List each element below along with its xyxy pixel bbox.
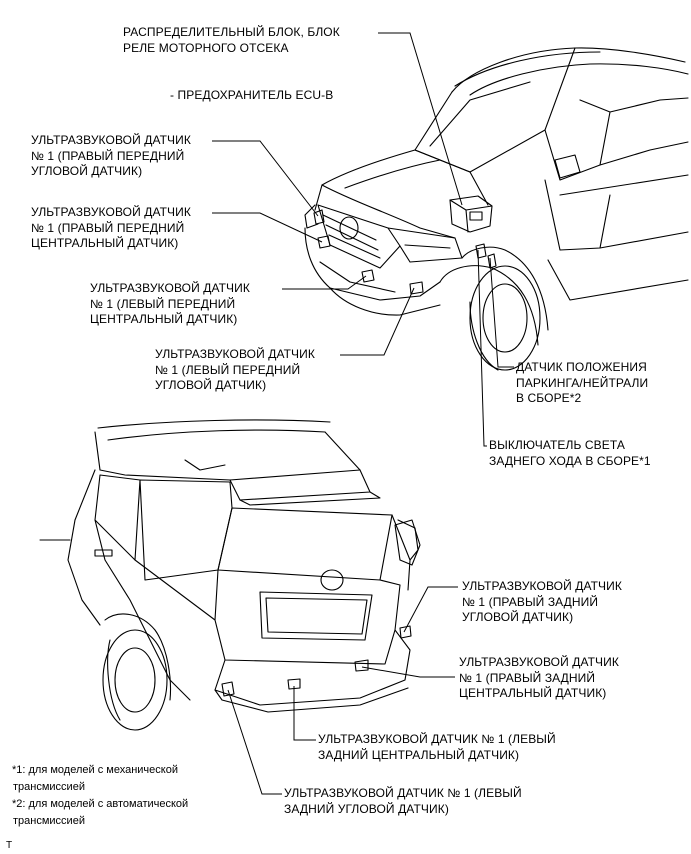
label-line: УЛЬТРАЗВУКОВОЙ ДАТЧИК xyxy=(459,655,619,669)
label-front-left-corner: УЛЬТРАЗВУКОВОЙ ДАТЧИК № 1 (ЛЕВЫЙ ПЕРЕДНИ… xyxy=(155,347,315,394)
footnote-1-cont: трансмиссией xyxy=(13,781,85,793)
front-vehicle-drawing xyxy=(304,47,689,371)
label-line: № 1 (ПРАВЫЙ ПЕРЕДНИЙ xyxy=(31,220,185,235)
leader-front-right-center xyxy=(212,212,323,243)
label-line: ЗАДНИЙ УГЛОВОЙ ДАТЧИК) xyxy=(284,801,449,816)
label-rear-right-corner: УЛЬТРАЗВУКОВОЙ ДАТЧИК № 1 (ПРАВЫЙ ЗАДНИЙ… xyxy=(462,579,622,626)
label-line: УЛЬТРАЗВУКОВОЙ ДАТЧИК № 1 (ЛЕВЫЙ xyxy=(284,786,522,800)
label-line: ЦЕНТРАЛЬНЫЙ ДАТЧИК) xyxy=(31,236,179,250)
label-line: УЛЬТРАЗВУКОВОЙ ДАТЧИК № 1 (ЛЕВЫЙ xyxy=(318,732,556,746)
label-line: ЗАДНЕГО ХОДА В СБОРЕ*1 xyxy=(489,453,651,468)
label-junction-block: РАСПРЕДЕЛИТЕЛЬНЫЙ БЛОК, БЛОК РЕЛЕ МОТОРН… xyxy=(123,25,340,56)
corner-mark: T xyxy=(6,840,12,852)
leader-park-neutral xyxy=(489,257,514,368)
label-line: РЕЛЕ МОТОРНОГО ОТСЕКА xyxy=(123,40,289,55)
label-line: № 1 (ПРАВЫЙ ЗАДНИЙ xyxy=(459,670,596,685)
footnote-2-cont: трансмиссией xyxy=(13,815,85,827)
leader-rear-right-corner xyxy=(403,586,458,633)
label-line: ВЫКЛЮЧАТЕЛЬ СВЕТА xyxy=(489,438,626,452)
leader-lines xyxy=(212,32,514,795)
label-line: УЛЬТРАЗВУКОВОЙ ДАТЧИК xyxy=(462,579,622,593)
corner-mark-text: T xyxy=(6,840,13,851)
label-front-right-corner: УЛЬТРАЗВУКОВОЙ ДАТЧИК № 1 (ПРАВЫЙ ПЕРЕДН… xyxy=(31,133,191,180)
label-backup-light-switch: ВЫКЛЮЧАТЕЛЬ СВЕТА ЗАДНЕГО ХОДА В СБОРЕ*1 xyxy=(489,438,651,469)
label-rear-left-corner: УЛЬТРАЗВУКОВОЙ ДАТЧИК № 1 (ЛЕВЫЙ ЗАДНИЙ … xyxy=(284,786,522,817)
leader-rear-left-center xyxy=(293,686,316,741)
front-sensors xyxy=(313,209,424,295)
label-line: УГЛОВОЙ ДАТЧИК) xyxy=(462,610,574,624)
label-line: № 1 (ПРАВЫЙ ПЕРЕДНИЙ xyxy=(31,148,185,163)
label-line: ДАТЧИК ПОЛОЖЕНИЯ xyxy=(516,360,647,374)
label-line: ЦЕНТРАЛЬНЫЙ ДАТЧИК) xyxy=(459,686,607,700)
label-fuse: - ПРЕДОХРАНИТЕЛЬ ECU-B xyxy=(170,88,333,104)
leader-front-left-corner xyxy=(340,287,415,356)
label-line: ЗАДНИЙ ЦЕНТРАЛЬНЫЙ ДАТЧИК) xyxy=(318,747,520,762)
label-line: УЛЬТРАЗВУКОВОЙ ДАТЧИК xyxy=(90,281,250,295)
label-line: ПАРКИНГА/НЕЙТРАЛИ xyxy=(516,375,649,390)
leader-backup-light xyxy=(477,249,487,447)
label-line: УГЛОВОЙ ДАТЧИК) xyxy=(31,164,143,178)
leader-front-right-corner xyxy=(212,140,319,217)
label-line: УЛЬТРАЗВУКОВОЙ ДАТЧИК xyxy=(31,205,191,219)
label-line: № 1 (ЛЕВЫЙ ПЕРЕДНИЙ xyxy=(155,362,301,377)
leader-front-left-center xyxy=(282,275,367,290)
footnote-2: *2: для моделей с автоматической xyxy=(12,798,189,810)
label-front-left-center: УЛЬТРАЗВУКОВОЙ ДАТЧИК № 1 (ЛЕВЫЙ ПЕРЕДНИ… xyxy=(90,281,250,328)
leader-rear-right-center xyxy=(361,666,455,678)
leader-rear-left-corner xyxy=(227,689,282,795)
leader-junction-block xyxy=(378,32,463,206)
label-line: № 1 (ПРАВЫЙ ЗАДНИЙ xyxy=(462,594,599,609)
label-line: ЦЕНТРАЛЬНЫЙ ДАТЧИК) xyxy=(90,312,238,326)
label-line: РАСПРЕДЕЛИТЕЛЬНЫЙ БЛОК, БЛОК xyxy=(123,25,340,39)
rear-vehicle-drawing xyxy=(39,419,421,731)
label-park-neutral-switch: ДАТЧИК ПОЛОЖЕНИЯ ПАРКИНГА/НЕЙТРАЛИ В СБО… xyxy=(516,360,648,407)
label-rear-left-center: УЛЬТРАЗВУКОВОЙ ДАТЧИК № 1 (ЛЕВЫЙ ЗАДНИЙ … xyxy=(318,732,556,763)
label-line: - ПРЕДОХРАНИТЕЛЬ ECU-B xyxy=(170,88,334,102)
label-line: УЛЬТРАЗВУКОВОЙ ДАТЧИК xyxy=(155,347,315,361)
label-front-right-center: УЛЬТРАЗВУКОВОЙ ДАТЧИК № 1 (ПРАВЫЙ ПЕРЕДН… xyxy=(31,205,191,252)
footnote-1: *1: для моделей с механической xyxy=(12,764,178,776)
label-line: В СБОРЕ*2 xyxy=(516,391,582,405)
label-line: № 1 (ЛЕВЫЙ ПЕРЕДНИЙ xyxy=(90,296,236,311)
label-line: УЛЬТРАЗВУКОВОЙ ДАТЧИК xyxy=(31,133,191,147)
label-line: УГЛОВОЙ ДАТЧИК) xyxy=(155,378,267,392)
label-rear-right-center: УЛЬТРАЗВУКОВОЙ ДАТЧИК № 1 (ПРАВЫЙ ЗАДНИЙ… xyxy=(459,655,619,702)
footnotes: *1: для моделей с механической трансмисс… xyxy=(12,762,188,830)
